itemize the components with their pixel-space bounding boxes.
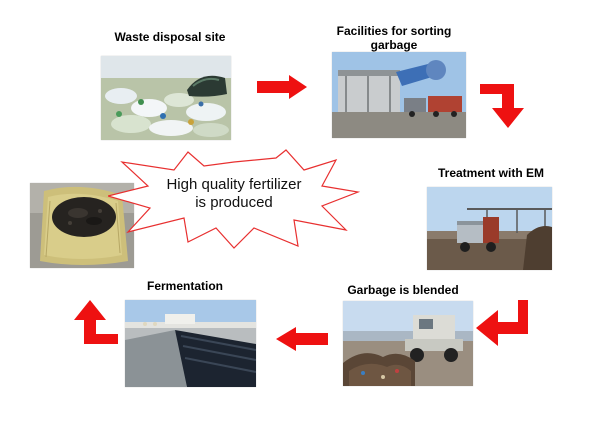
arrow-right-1-icon xyxy=(257,75,307,99)
result-text: High quality fertilizer is produced xyxy=(108,176,360,212)
step-label-sorting-facilities: Facilities for sorting garbage xyxy=(336,24,452,52)
arrow-left-bent-icon xyxy=(476,300,528,346)
step-label-fermentation: Fermentation xyxy=(146,279,223,293)
step-label-treatment-em: Treatment with EM xyxy=(437,166,544,180)
garbage-blended-photo xyxy=(343,301,473,386)
arrow-down-bent-icon xyxy=(480,84,528,128)
arrow-up-bent-icon xyxy=(70,300,118,344)
waste-disposal-photo xyxy=(101,56,231,140)
sorting-facilities-photo xyxy=(332,52,466,138)
fermentation-photo xyxy=(125,300,256,387)
arrow-left-icon xyxy=(276,327,328,351)
step-label-garbage-blended: Garbage is blended xyxy=(347,283,459,297)
fertilizer-photo xyxy=(30,183,134,268)
result-line-1: High quality fertilizer xyxy=(166,176,302,193)
starburst-callout xyxy=(108,146,360,250)
em-treatment-photo xyxy=(427,187,552,270)
result-line-2: is produced xyxy=(195,194,273,211)
step-label-waste-disposal: Waste disposal site xyxy=(114,30,226,44)
